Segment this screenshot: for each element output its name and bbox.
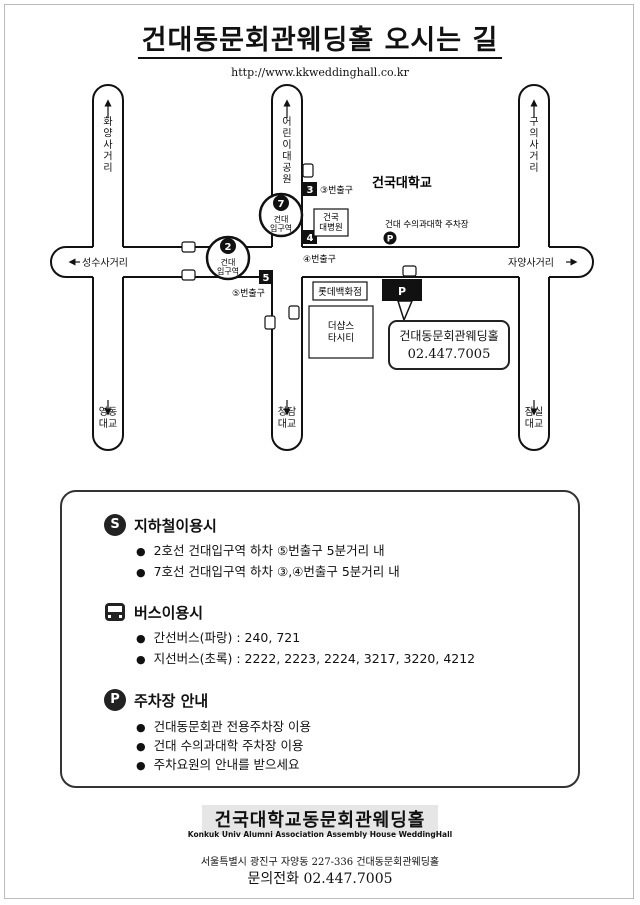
exit-5-label: ⑤번출구 — [232, 288, 265, 299]
bus-stop-icon — [302, 163, 314, 178]
page-frame — [4, 4, 634, 899]
footer-venue-name: 건국대학교동문회관웨딩홀 — [214, 810, 426, 831]
callout-tel: 02.447.7005 — [407, 347, 491, 362]
parking-title: 주차장 안내 — [134, 692, 209, 710]
road-left-bottom-cap — [92, 434, 124, 451]
footer-venue-name-en: Konkuk Univ Alumni Association Assembly … — [187, 830, 453, 839]
vet-parking-label: 건대 수의과대학 주차장 — [385, 219, 469, 230]
bus-icon — [105, 603, 125, 621]
bus-stop-icon — [402, 265, 417, 277]
footer-phone[interactable]: 문의전화 02.447.7005 — [247, 871, 393, 887]
road-label-seongsu: 성수사거리 — [82, 257, 128, 269]
bus-stops — [181, 163, 417, 330]
bus-stop-icon — [181, 269, 196, 281]
bus-stop-icon — [181, 241, 196, 253]
title-underline — [138, 57, 502, 59]
road-center-top-cap — [271, 84, 303, 101]
lotte-box — [312, 281, 368, 301]
station-line2-ring — [205, 235, 251, 281]
bus-stop-icon — [288, 305, 300, 320]
exit-3-label: ③번출구 — [320, 185, 353, 196]
callout-pointer — [396, 300, 414, 323]
weddinghall-p: P — [398, 285, 406, 298]
road-right-top-cap — [518, 84, 550, 101]
directions-info-box: S 지하철이용시 2호선 건대입구역 하차 ⑤번출구 5분거리 내 7호선 건대… — [60, 490, 580, 788]
road-right-bottom-cap — [518, 434, 550, 451]
road-east-cap — [577, 246, 594, 278]
vet-parking-p: P — [387, 235, 394, 245]
subway-icon: S — [104, 514, 126, 536]
lotte-label: 롯데백화점 — [318, 286, 362, 298]
exit-4-number: 4 — [307, 233, 314, 244]
hospital-box — [313, 208, 349, 237]
station-line7-ring — [258, 192, 304, 238]
direction-arrows — [68, 99, 578, 416]
page-title: 건대동문회관웨딩홀 오시는 길 — [141, 25, 499, 56]
weddinghall-callout: 건대동문회관웨딩홀 02.447.7005 — [388, 320, 510, 370]
weddinghall-parking-box — [382, 279, 422, 301]
bus-title: 버스이용시 — [134, 604, 204, 622]
footer-banner — [202, 805, 438, 835]
parking-item: 건대 수의과대학 주차장 이용 — [136, 735, 304, 754]
subway-item: 2호선 건대입구역 하차 ⑤번출구 5분거리 내 — [136, 540, 385, 559]
footer-address: 서울특별시 광진구 자양동 227-336 건대동문회관웨딩홀 — [200, 857, 440, 868]
parking-item: 주차요원의 안내를 받으세요 — [136, 754, 300, 773]
exit-4-label: ④번출구 — [303, 254, 336, 265]
bus-item: 간선버스(파랑) : 240, 721 — [136, 627, 301, 646]
parking-icon — [383, 231, 397, 245]
bus-stop-icon — [264, 315, 276, 330]
station-line7-badge — [273, 195, 289, 211]
station-line2-number: 2 — [225, 242, 232, 253]
road-left-top-cap — [92, 84, 124, 101]
subway-item: 7호선 건대입구역 하차 ③,④번출구 5분거리 내 — [136, 561, 400, 580]
callout-name: 건대동문회관웨딩홀 — [399, 329, 499, 343]
road-label-jayang: 자양사거리 — [508, 257, 554, 269]
subway-title: 지하철이용시 — [134, 517, 217, 535]
exit-5-badge — [259, 270, 273, 284]
exit-3-number: 3 — [307, 185, 314, 196]
exit-5-number: 5 — [263, 273, 270, 284]
road-west-cap — [50, 246, 67, 278]
station-line2-badge — [220, 238, 236, 254]
starcity-box — [308, 305, 374, 359]
road-center-bottom-cap — [271, 434, 303, 451]
bus-item: 지선버스(초록) : 2222, 2223, 2224, 3217, 3220,… — [136, 648, 476, 667]
exit-3-badge — [303, 182, 317, 196]
parking-item: 건대동문회관 전용주차장 이용 — [136, 716, 311, 735]
website-url[interactable]: http://www.kkweddinghall.co.kr — [231, 66, 409, 79]
konkuk-univ-label: 건국대학교 — [372, 175, 432, 191]
station-line7-number: 7 — [278, 199, 285, 210]
parking-icon: P — [104, 689, 126, 711]
